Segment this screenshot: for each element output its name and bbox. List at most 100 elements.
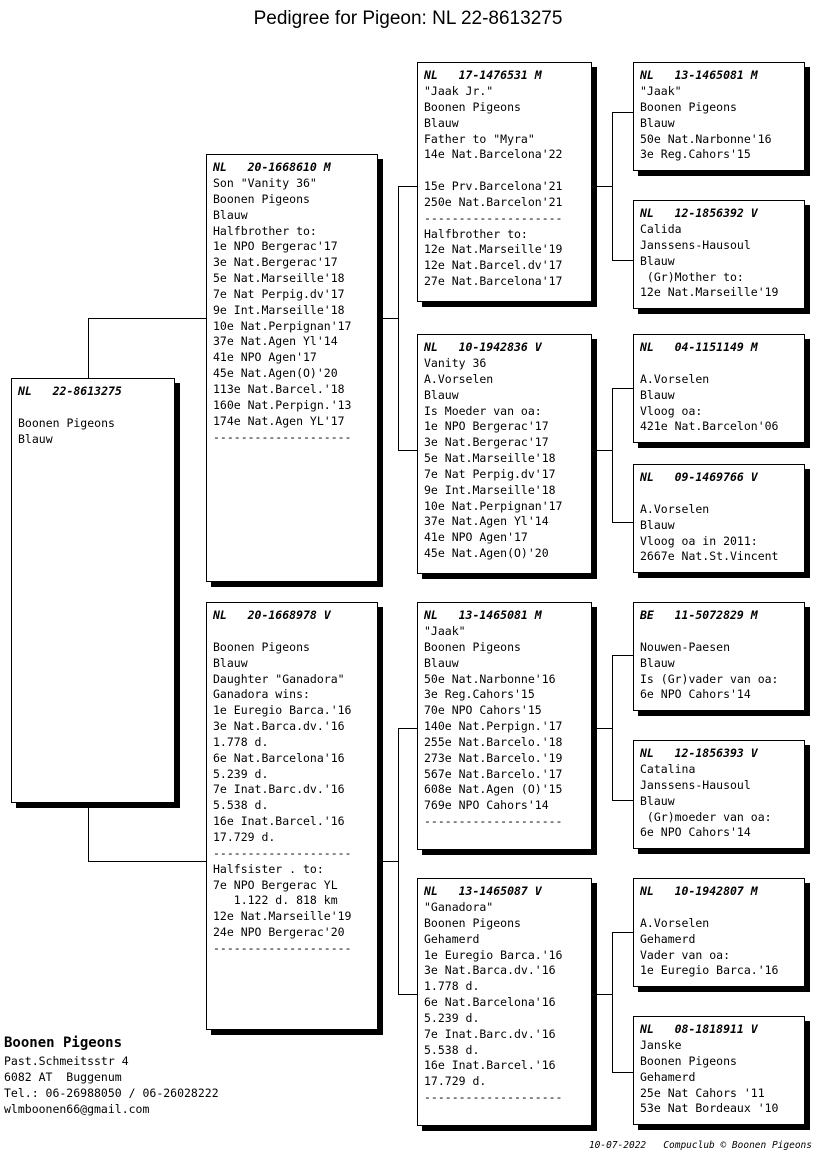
- box-body-line: 15e Prv.Barcelona'21: [424, 179, 563, 194]
- footer-address: Past.Schmeitsstr 4: [4, 1054, 129, 1068]
- box-body-line: 7e Inat.Barc.dv.'16: [213, 782, 345, 797]
- box-body-line: 14e Nat.Barcelona'22: [424, 147, 563, 162]
- connector-dd-out: [592, 994, 612, 995]
- box-body-line: --------------------: [213, 940, 352, 955]
- box-body-line: 1.778 d.: [213, 734, 269, 749]
- box-body-line: Catalina: [640, 762, 696, 776]
- connector-ds-to-dss: [612, 655, 634, 656]
- connector-dam-to-dd: [398, 994, 418, 995]
- footer-credit: 10-07-2022 Compuclub © Boonen Pigeons: [588, 1140, 812, 1151]
- box-body-line: Blauw: [424, 655, 459, 670]
- box-body-line: "Ganadora": [424, 900, 494, 914]
- box-header-gen2-sd: NL 10-1942836 V: [424, 340, 542, 354]
- box-body-line: 10e Nat.Perpignan'17: [213, 318, 352, 333]
- box-header-gen3-sss: NL 13-1465081 M: [640, 68, 758, 82]
- box-body-line: Blauw: [640, 387, 675, 402]
- box-header-gen1-sire: NL 20-1668610 M: [213, 160, 331, 174]
- footer-email: wlmboonen66@gmail.com: [4, 1102, 150, 1116]
- box-body-line: 45e Nat.Agen(O)'20: [213, 366, 338, 381]
- box-body-line: 255e Nat.Barcelo.'18: [424, 734, 563, 749]
- box-body-line: Vloog oa in 2011:: [640, 533, 758, 548]
- connector-sire-vertical: [398, 186, 399, 450]
- box-body-line: 1.778 d.: [424, 979, 480, 994]
- box-body-line: Blauw: [213, 207, 248, 222]
- box-body-line: Son "Vanity 36": [213, 176, 317, 190]
- box-body-line: 5.538 d.: [424, 1042, 480, 1057]
- box-body-line: Blauw: [640, 115, 675, 130]
- box-body-line: Blauw: [424, 387, 459, 402]
- box-body-line: 250e Nat.Barcelon'21: [424, 194, 563, 209]
- box-header-gen2-ds: NL 13-1465081 M: [424, 608, 542, 622]
- box-body-line: --------------------: [213, 845, 352, 860]
- box-body-line: 7e Nat Perpig.dv'17: [424, 466, 556, 481]
- box-body-line: 769e NPO Cahors'14: [424, 798, 549, 813]
- box-header-gen2-ss: NL 17-1476531 M: [424, 68, 542, 82]
- box-body-line: A.Vorselen: [640, 501, 710, 516]
- box-body-line: 12e Nat.Marseille'19: [213, 909, 352, 924]
- box-body-line: 3e Nat.Barca.dv.'16: [424, 963, 556, 978]
- box-header-gen2-dd: NL 13-1465087 V: [424, 884, 542, 898]
- box-body-line: "Jaak Jr.": [424, 84, 494, 98]
- box-body-line: 3e Nat.Bergerac'17: [213, 255, 338, 270]
- box-body-line: Boonen Pigeons: [640, 1053, 737, 1068]
- box-body-line: Halfsister . to:: [213, 861, 324, 876]
- page-title: Pedigree for Pigeon: NL 22-8613275: [253, 8, 563, 29]
- box-body-line: 140e Nat.Perpign.'17: [424, 719, 563, 734]
- connector-dam-vertical: [398, 728, 399, 994]
- box-body-line: 5.538 d.: [213, 798, 269, 813]
- box-body-line: 1e NPO Bergerac'17: [213, 239, 338, 254]
- box-body-line: 3e Nat.Bergerac'17: [424, 435, 549, 450]
- box-header-gen3-ssd: NL 12-1856392 V: [640, 206, 758, 220]
- box-body-line: 6e Nat.Barcelona'16: [424, 995, 556, 1010]
- box-body-line: 53e Nat Bordeaux '10: [640, 1101, 779, 1116]
- box-body-line: 421e Nat.Barcelon'06: [640, 419, 779, 434]
- box-body-line: 70e NPO Cahors'15: [424, 703, 542, 718]
- box-body-line: 1.122 d. 818 km: [213, 893, 338, 908]
- box-body-line: 1e Euregio Barca.'16: [213, 703, 352, 718]
- connector-sd-to-sdd: [612, 522, 634, 523]
- box-body-line: Gehamerd: [640, 1069, 696, 1084]
- pedigree-box-gen1-sire[interactable]: NL 20-1668610 M Son "Vanity 36"Boonen Pi…: [206, 154, 378, 582]
- box-body-line: Vanity 36: [424, 356, 487, 370]
- box-body-line: 3e Nat.Barca.dv.'16: [213, 719, 345, 734]
- box-body-line: 6e NPO Cahors'14: [640, 687, 751, 702]
- box-body-line: [18, 400, 174, 416]
- connector-sd-to-sds: [612, 388, 634, 389]
- box-body-line: 2667e Nat.St.Vincent: [640, 549, 779, 564]
- connector-ss-vertical: [612, 112, 613, 260]
- box-body-line: 3e Reg.Cahors'15: [424, 687, 535, 702]
- box-body-line: 45e Nat.Agen(O)'20: [424, 546, 549, 561]
- box-body-line: 6e NPO Cahors'14: [640, 825, 751, 840]
- box-body-line: A.Vorselen: [640, 915, 710, 930]
- box-body-line: Is (Gr)vader van oa:: [640, 671, 779, 686]
- connector-sd-out: [592, 450, 612, 451]
- pedigree-box-gen2-dam-dam[interactable]: NL 13-1465087 V "Ganadora"Boonen Pigeons…: [417, 878, 592, 1126]
- pedigree-box-gen2-sire-sire[interactable]: NL 17-1476531 M "Jaak Jr."Boonen Pigeons…: [417, 62, 592, 302]
- box-body-line: [213, 624, 377, 640]
- box-body-line: Blauw: [18, 431, 53, 446]
- box-body-line: 608e Nat.Agen (O)'15: [424, 782, 563, 797]
- box-body-line: 17.729 d.: [213, 829, 276, 844]
- box-body-line: 160e Nat.Perpign.'13: [213, 397, 352, 412]
- box-body-line: [640, 624, 804, 640]
- box-body-line: 17.729 d.: [424, 1074, 487, 1089]
